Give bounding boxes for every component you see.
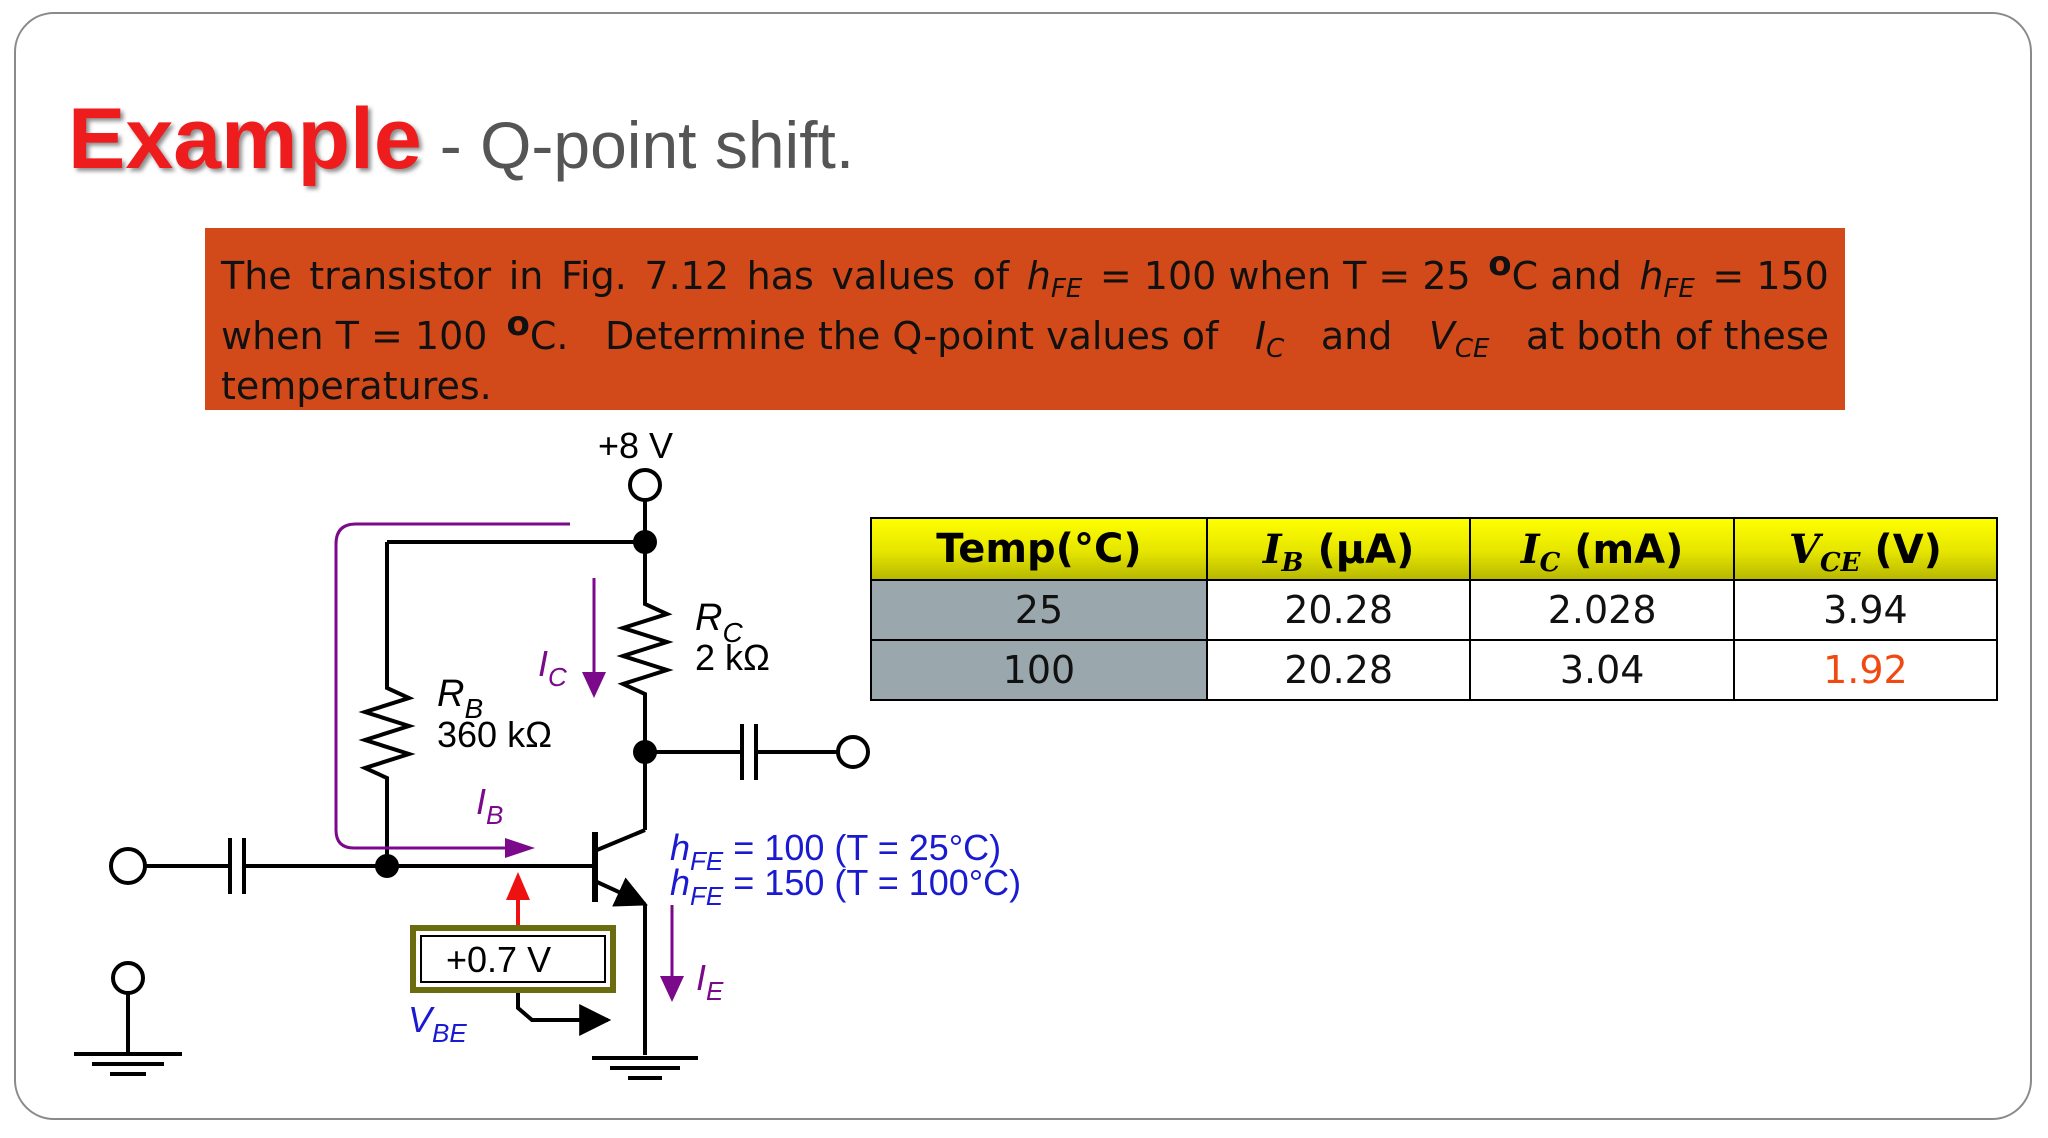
cell-vce: 3.94 — [1732, 579, 1999, 641]
ie-label: IE — [696, 957, 724, 1006]
vce-symbol: VCE — [1428, 314, 1490, 364]
ic-arrow — [582, 672, 606, 698]
hfe-symbol: hFE — [1639, 254, 1695, 304]
ground-terminal — [111, 961, 145, 995]
vbe-box-label: +0.7 V — [446, 939, 551, 980]
cell-ic: 2.028 — [1469, 579, 1735, 641]
hfe-100-label: hFE= 150 (T = 100°C) — [670, 862, 1021, 911]
ic-symbol: IC — [1254, 314, 1285, 364]
problem-line-3: temperatures. — [221, 366, 1829, 406]
junction-dot — [375, 854, 399, 878]
word: values — [831, 254, 955, 298]
ie-arrow — [660, 976, 684, 1002]
problem-line-1: The transistor in Fig. 7.12 has values o… — [221, 246, 1829, 306]
temperatures-text: temperatures. — [221, 364, 492, 408]
word: has — [746, 254, 814, 298]
cell-temp: 25 — [870, 579, 1208, 641]
cell-ib: 20.28 — [1205, 579, 1472, 641]
both-text: at both of these — [1526, 314, 1829, 358]
and-text: and — [1320, 314, 1393, 358]
cell-temp: 100 — [870, 639, 1208, 701]
input-terminal — [109, 847, 147, 885]
cell-vce-highlight: 1.92 — [1732, 639, 1999, 701]
title-main: Example — [68, 91, 422, 187]
vbe-arrow — [506, 872, 530, 900]
word: The — [221, 254, 292, 298]
header-ib: IB (μA) — [1205, 517, 1472, 581]
ic-label: IC — [538, 643, 567, 692]
junction-dot — [633, 530, 657, 554]
word: in — [508, 254, 544, 298]
hfe-symbol: hFE — [1026, 254, 1083, 304]
rb-resistor — [358, 680, 416, 866]
problem-statement: The transistor in Fig. 7.12 has values o… — [205, 228, 1845, 410]
q-point-table: Temp(°C) IB (μA) IC (mA) VCE (V) 25 20.2… — [870, 517, 1999, 701]
ib-arrow — [505, 838, 535, 858]
junction-dot — [633, 740, 657, 764]
table-row: 100 20.28 3.04 1.92 — [870, 639, 1999, 701]
hfe-25-label: hFE= 100 (T = 25°C) — [670, 827, 1001, 876]
header-temp: Temp(°C) — [870, 517, 1208, 581]
word: 7.12 — [644, 254, 730, 298]
cell-ic: 3.04 — [1469, 639, 1735, 701]
vbe-box — [410, 925, 616, 993]
vbe-label: VBE — [408, 999, 467, 1048]
rc-label: RC — [695, 597, 743, 648]
rc-value: 2 kΩ — [695, 637, 770, 678]
equation-text: = 150 — [1712, 254, 1829, 298]
title-subtitle: - Q-point shift. — [439, 108, 855, 182]
word: transistor — [309, 254, 492, 298]
header-vce: VCE (V) — [1732, 517, 1999, 581]
vcc-label: +8 V — [598, 425, 673, 466]
ib-label: IB — [476, 781, 503, 830]
slide-title: Example- Q-point shift. — [68, 90, 854, 189]
output-terminal — [836, 735, 870, 769]
rb-value: 360 kΩ — [437, 714, 552, 755]
determine-text: Determine the Q-point values of — [604, 314, 1219, 358]
equation-text: = 100 when T = 25 — [1099, 254, 1471, 298]
word: Fig. — [560, 254, 627, 298]
table-header-row: Temp(°C) IB (μA) IC (mA) VCE (V) — [870, 517, 1999, 581]
rb-label: RB — [437, 673, 483, 724]
word: of — [972, 254, 1010, 298]
rc-resistor — [616, 598, 674, 752]
header-ic: IC (mA) — [1469, 517, 1735, 581]
degree-and: oC and — [1488, 244, 1622, 298]
base-loop-path — [334, 522, 570, 850]
table-row: 25 20.28 2.028 3.94 — [870, 579, 1999, 641]
cell-ib: 20.28 — [1205, 639, 1472, 701]
vcc-terminal — [628, 468, 662, 502]
